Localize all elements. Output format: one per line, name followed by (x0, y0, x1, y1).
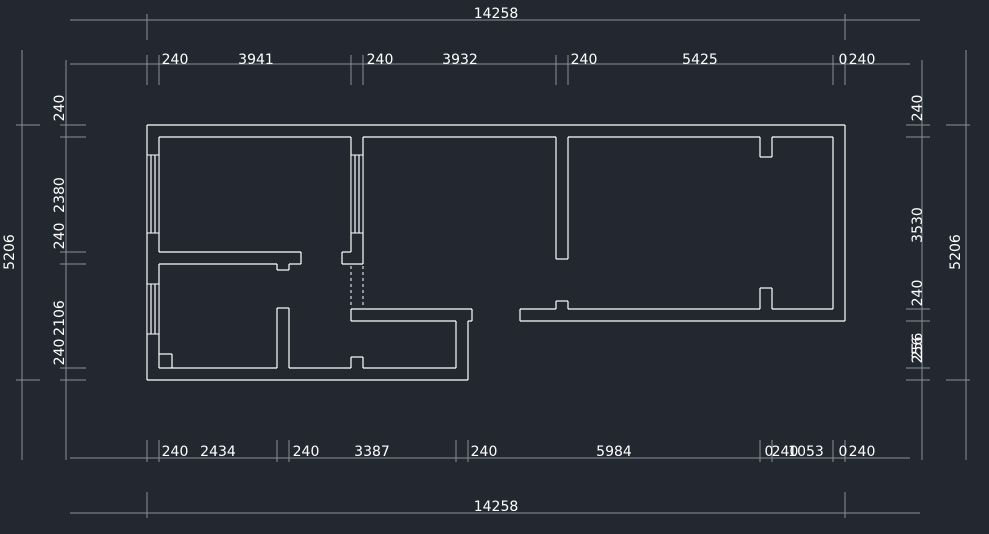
dim-top-3: 240 (367, 52, 394, 68)
dim-bottom-7: 0 (765, 444, 774, 460)
floor-plan-walls (146, 124, 846, 381)
dim-bottom-8: 240 (772, 444, 799, 460)
dim-bottom-total: 14258 (474, 499, 519, 515)
dim-left-3: 240 (52, 223, 68, 250)
dim-right-1: 240 (910, 95, 926, 122)
dim-bottom-4: 3387 (354, 444, 390, 460)
dim-bottom-2: 2434 (200, 444, 236, 460)
dim-top-4: 3932 (442, 52, 478, 68)
dim-right-4: 256 (910, 333, 926, 360)
dimension-lines (16, 14, 970, 518)
dim-left-2: 2380 (52, 177, 68, 213)
dim-top-total: 14258 (474, 6, 519, 22)
windows (146, 154, 364, 335)
dim-bottom-3: 240 (293, 444, 320, 460)
dim-right-total: 5206 (948, 234, 964, 270)
dim-top-2: 3941 (238, 52, 274, 68)
dim-left-total: 5206 (2, 234, 18, 270)
dashed-opening (350, 266, 364, 307)
dim-right-3: 240 (910, 280, 926, 307)
dimension-texts: 14258 240 3941 240 3932 240 5425 0 240 2… (2, 6, 964, 515)
dim-top-7: 0 (839, 52, 848, 68)
dim-top-5: 240 (571, 52, 598, 68)
dim-top-1: 240 (162, 52, 189, 68)
dim-top-6: 5425 (682, 52, 718, 68)
dim-left-4: 2106 (52, 300, 68, 336)
dim-left-1: 240 (52, 95, 68, 122)
dim-bottom-6: 5984 (596, 444, 632, 460)
dim-bottom-1: 240 (162, 444, 189, 460)
dim-bottom-11: 240 (849, 444, 876, 460)
dim-right-5: 256 (910, 337, 926, 364)
dim-bottom-5: 240 (471, 444, 498, 460)
dim-left-5: 240 (52, 339, 68, 366)
dim-right-2: 3530 (910, 207, 926, 243)
dim-bottom-9: 1053 (788, 444, 824, 460)
dim-top-8: 240 (849, 52, 876, 68)
dim-bottom-10: 0 (839, 444, 848, 460)
